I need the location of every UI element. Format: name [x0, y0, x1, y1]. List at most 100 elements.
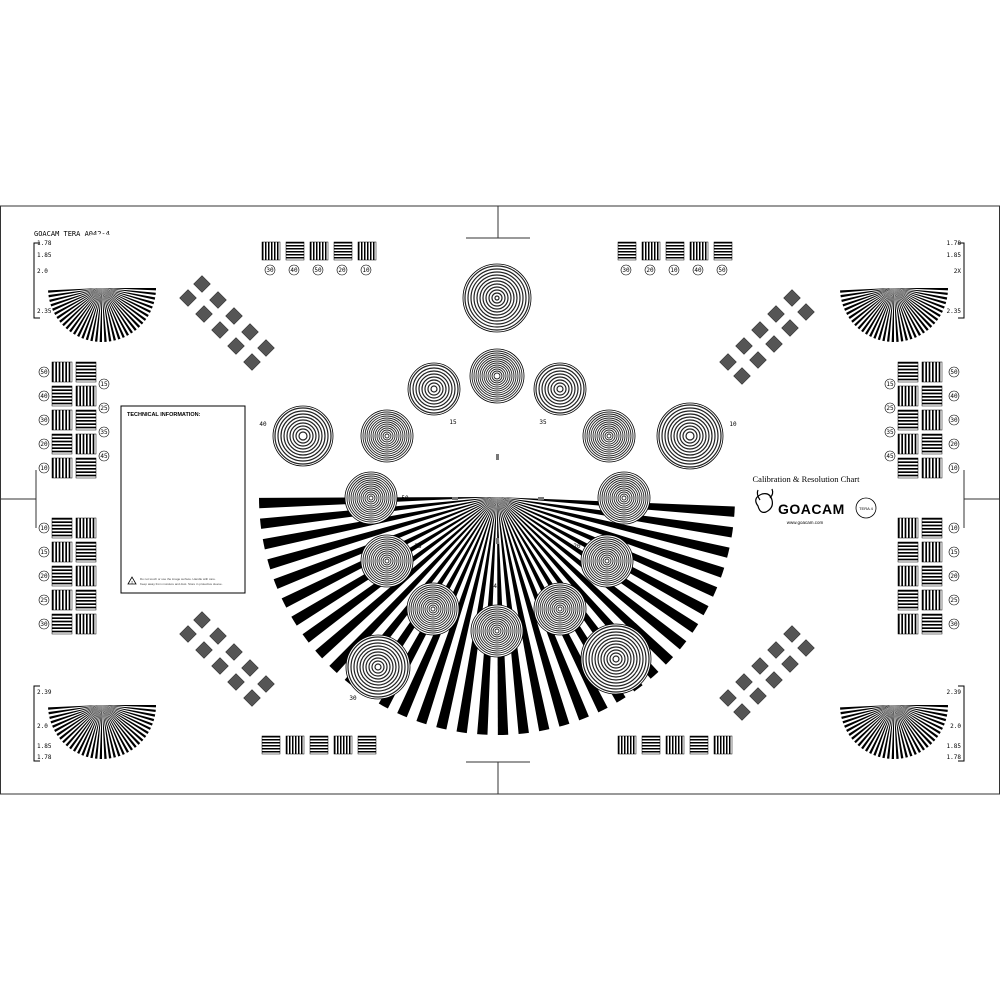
diagonal-block — [257, 675, 275, 693]
number-label: 40 — [259, 421, 267, 428]
star-spoke — [62, 705, 102, 744]
bar-line — [262, 736, 280, 738]
bar-line — [938, 362, 941, 382]
bar-line — [76, 434, 78, 454]
bar-line — [922, 542, 924, 562]
bar-line — [690, 736, 708, 738]
bar-line — [935, 410, 937, 430]
star-spoke — [72, 705, 102, 752]
star-spoke — [102, 705, 153, 726]
diagonal-block — [225, 643, 243, 661]
star-spoke — [894, 705, 941, 735]
bar-line — [922, 534, 942, 537]
ring-line — [476, 610, 518, 652]
scale-label: 2X — [954, 268, 962, 275]
bar-line — [908, 566, 910, 586]
bar-line — [935, 542, 937, 562]
bar-line — [86, 386, 88, 406]
bar-line — [898, 464, 918, 467]
star-spoke — [894, 288, 948, 296]
ring-line — [414, 590, 452, 628]
bar-line — [322, 242, 324, 260]
ring-line — [586, 540, 628, 582]
bar-line — [720, 736, 722, 754]
diagonal-block — [781, 319, 799, 337]
scale-bracket-bottom-right — [958, 685, 965, 762]
bar-line — [86, 566, 88, 586]
bar-line — [76, 552, 96, 554]
ring-target — [582, 409, 636, 463]
bar-line — [52, 576, 72, 578]
ring-target — [344, 471, 398, 525]
bar-line — [310, 242, 312, 260]
ring-line — [588, 415, 630, 457]
bar-line — [932, 410, 934, 430]
bar-line — [922, 447, 942, 449]
star-spoke — [52, 705, 102, 728]
ring-line — [602, 556, 612, 566]
ring-line — [482, 283, 512, 313]
ring-line — [368, 495, 374, 501]
bar-line — [82, 614, 85, 634]
bar-line — [898, 423, 918, 425]
star-spoke — [894, 705, 948, 708]
bar-line — [52, 528, 72, 530]
ring-line — [354, 481, 388, 515]
ring-line — [473, 274, 521, 322]
bar-line — [911, 386, 913, 406]
bar-block — [921, 385, 943, 407]
ring-line — [424, 379, 444, 399]
number-label: 30 — [622, 267, 630, 274]
ring-line — [415, 370, 453, 408]
bar-line — [922, 617, 942, 619]
bar-line — [92, 386, 95, 406]
bar-line — [898, 378, 918, 381]
bar-line — [76, 471, 96, 473]
bar-line — [898, 471, 918, 473]
bar-line — [666, 251, 684, 253]
ring-line — [378, 427, 396, 445]
bar-line — [337, 736, 339, 754]
ring-line — [685, 431, 695, 441]
diagonal-block — [783, 289, 801, 307]
star-spoke — [846, 288, 894, 315]
number-label: 10 — [729, 421, 737, 428]
star-spoke — [841, 705, 894, 719]
ring-line — [617, 491, 631, 505]
ring-target — [462, 263, 532, 333]
diagonal-block — [765, 335, 783, 353]
ring-line — [384, 558, 390, 564]
bar-line — [358, 739, 376, 741]
ring-line — [602, 429, 616, 443]
star-spoke — [94, 705, 102, 759]
bar-line — [675, 736, 677, 754]
number-label: 30 — [266, 267, 274, 274]
bar-line — [76, 468, 96, 470]
top-left-bar-numbers: 30 40 50 20 10 — [264, 264, 372, 276]
ring-line — [600, 643, 632, 675]
ring-line — [535, 364, 585, 414]
ring-line — [621, 495, 627, 501]
bar-line — [262, 751, 280, 753]
ring-line — [362, 536, 412, 586]
bar-line — [651, 242, 653, 260]
bar-line — [922, 572, 942, 575]
bar-line — [52, 566, 72, 568]
bar-block — [285, 735, 305, 755]
star-spoke — [48, 288, 102, 293]
ring-line — [421, 376, 447, 402]
sector-star-top-left — [48, 234, 156, 342]
bar-line — [690, 751, 708, 753]
star-spoke — [102, 705, 141, 745]
ring-line — [410, 586, 456, 632]
warning-text-line2: Keep away from moisture and dust. Store … — [140, 582, 223, 586]
ring-line — [488, 622, 506, 640]
bar-line — [89, 614, 91, 634]
bar-line — [262, 739, 280, 741]
star-spoke — [894, 288, 899, 342]
star-spoke — [497, 497, 674, 665]
star-spoke — [894, 288, 945, 309]
bar-block — [897, 433, 919, 455]
star-spoke — [102, 705, 155, 722]
ring-line — [350, 477, 392, 519]
